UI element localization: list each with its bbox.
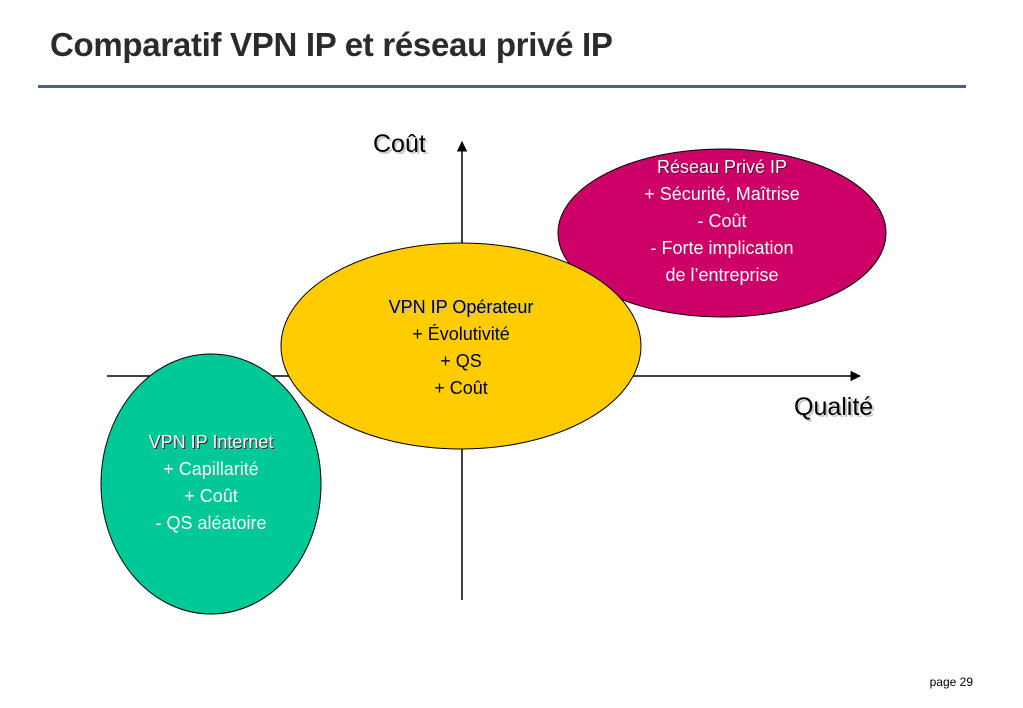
vpn-operateur-text: VPN IP Opérateur + Évolutivité + QS + Co… [311, 294, 611, 402]
ellipse-vpn-internet [100, 353, 322, 615]
slide-title: Comparatif VPN IP et réseau privé IP [50, 26, 613, 63]
ellipse-vpn-operateur [280, 242, 642, 450]
vpn-operateur-line: + Évolutivité [412, 324, 510, 344]
reseau-prive-text: Réseau Privé IP + Sécurité, Maîtrise - C… [572, 154, 872, 289]
reseau-prive-line: + Sécurité, Maîtrise [644, 184, 800, 204]
x-axis-label: Qualité [794, 393, 874, 421]
vpn-internet-line: + Capillarité [163, 459, 259, 479]
vpn-internet-line: - QS aléatoire [155, 513, 267, 533]
ellipse-reseau-prive [557, 148, 887, 318]
reseau-prive-heading: Réseau Privé IP [656, 157, 788, 177]
vpn-internet-heading: VPN IP Internet [148, 432, 274, 452]
reseau-prive-line: de l’entreprise [665, 265, 779, 285]
vpn-internet-line: + Coût [184, 486, 238, 506]
vpn-operateur-line: + QS [440, 351, 482, 371]
page-number: page 29 [929, 675, 973, 689]
reseau-prive-line: - Forte implication [650, 238, 794, 258]
vpn-operateur-heading: VPN IP Opérateur [388, 297, 534, 317]
vpn-operateur-line: + Coût [434, 378, 488, 398]
y-axis-label: Coût [373, 130, 426, 158]
vpn-internet-text: VPN IP Internet + Capillarité + Coût - Q… [91, 429, 331, 537]
title-divider [38, 85, 966, 88]
reseau-prive-line: - Coût [697, 211, 747, 231]
